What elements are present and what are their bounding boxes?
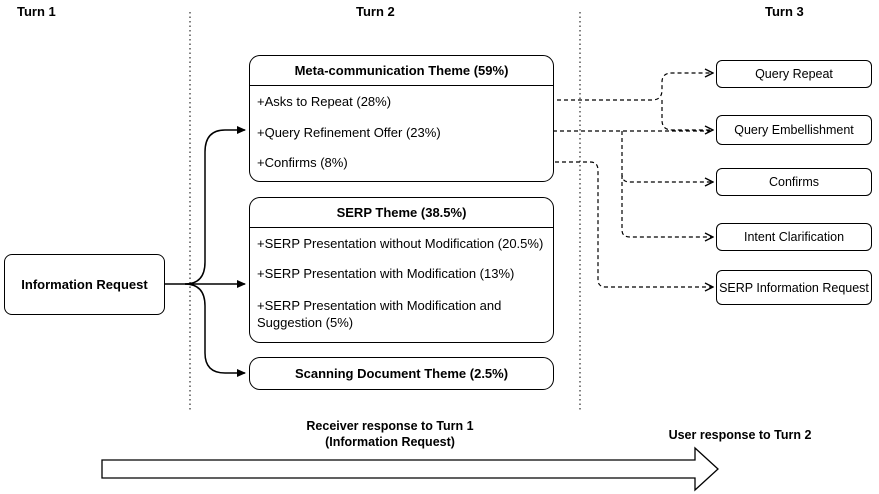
- response-serp-information-request: SERP Information Request: [716, 270, 872, 305]
- caption-user-response: User response to Turn 2: [668, 428, 812, 442]
- meta-item-query-refinement-offer: +Query Refinement Offer (23%): [257, 125, 441, 140]
- serp-theme: SERP Theme (38.5%) +SERP Presentation wi…: [249, 197, 554, 343]
- timeline-arrow: [101, 446, 719, 492]
- response-confirms: Confirms: [716, 168, 872, 196]
- turn2-header: Turn 2: [356, 4, 395, 19]
- scanning-theme-title: Scanning Document Theme (2.5%): [294, 366, 509, 381]
- serp-item-without-modification: +SERP Presentation without Modification …: [257, 236, 544, 251]
- turn3-header: Turn 3: [765, 4, 804, 19]
- serp-item-with-modification-and-suggestion: +SERP Presentation with Modification and…: [257, 298, 502, 330]
- response-query-repeat: Query Repeat: [716, 60, 872, 88]
- information-request-box: Information Request: [4, 254, 165, 315]
- meta-item-asks-to-repeat: +Asks to Repeat (28%): [257, 94, 392, 109]
- meta-communication-theme: Meta-communication Theme (59%) +Asks to …: [249, 55, 554, 182]
- scanning-document-theme: Scanning Document Theme (2.5%): [249, 357, 554, 390]
- response-intent-clarification: Intent Clarification: [716, 223, 872, 251]
- response-query-embellishment: Query Embellishment: [716, 115, 872, 145]
- meta-theme-title: Meta-communication Theme (59%): [250, 56, 553, 86]
- solid-connectors: [165, 126, 246, 377]
- meta-item-confirms: +Confirms (8%): [257, 155, 348, 170]
- serp-item-with-modification: +SERP Presentation with Modification (13…: [257, 266, 515, 281]
- information-request-label: Information Request: [21, 277, 148, 292]
- serp-theme-title: SERP Theme (38.5%): [250, 198, 553, 228]
- turn1-header: Turn 1: [17, 4, 56, 19]
- caption-receiver-response: Receiver response to Turn 1 (Information…: [306, 419, 474, 449]
